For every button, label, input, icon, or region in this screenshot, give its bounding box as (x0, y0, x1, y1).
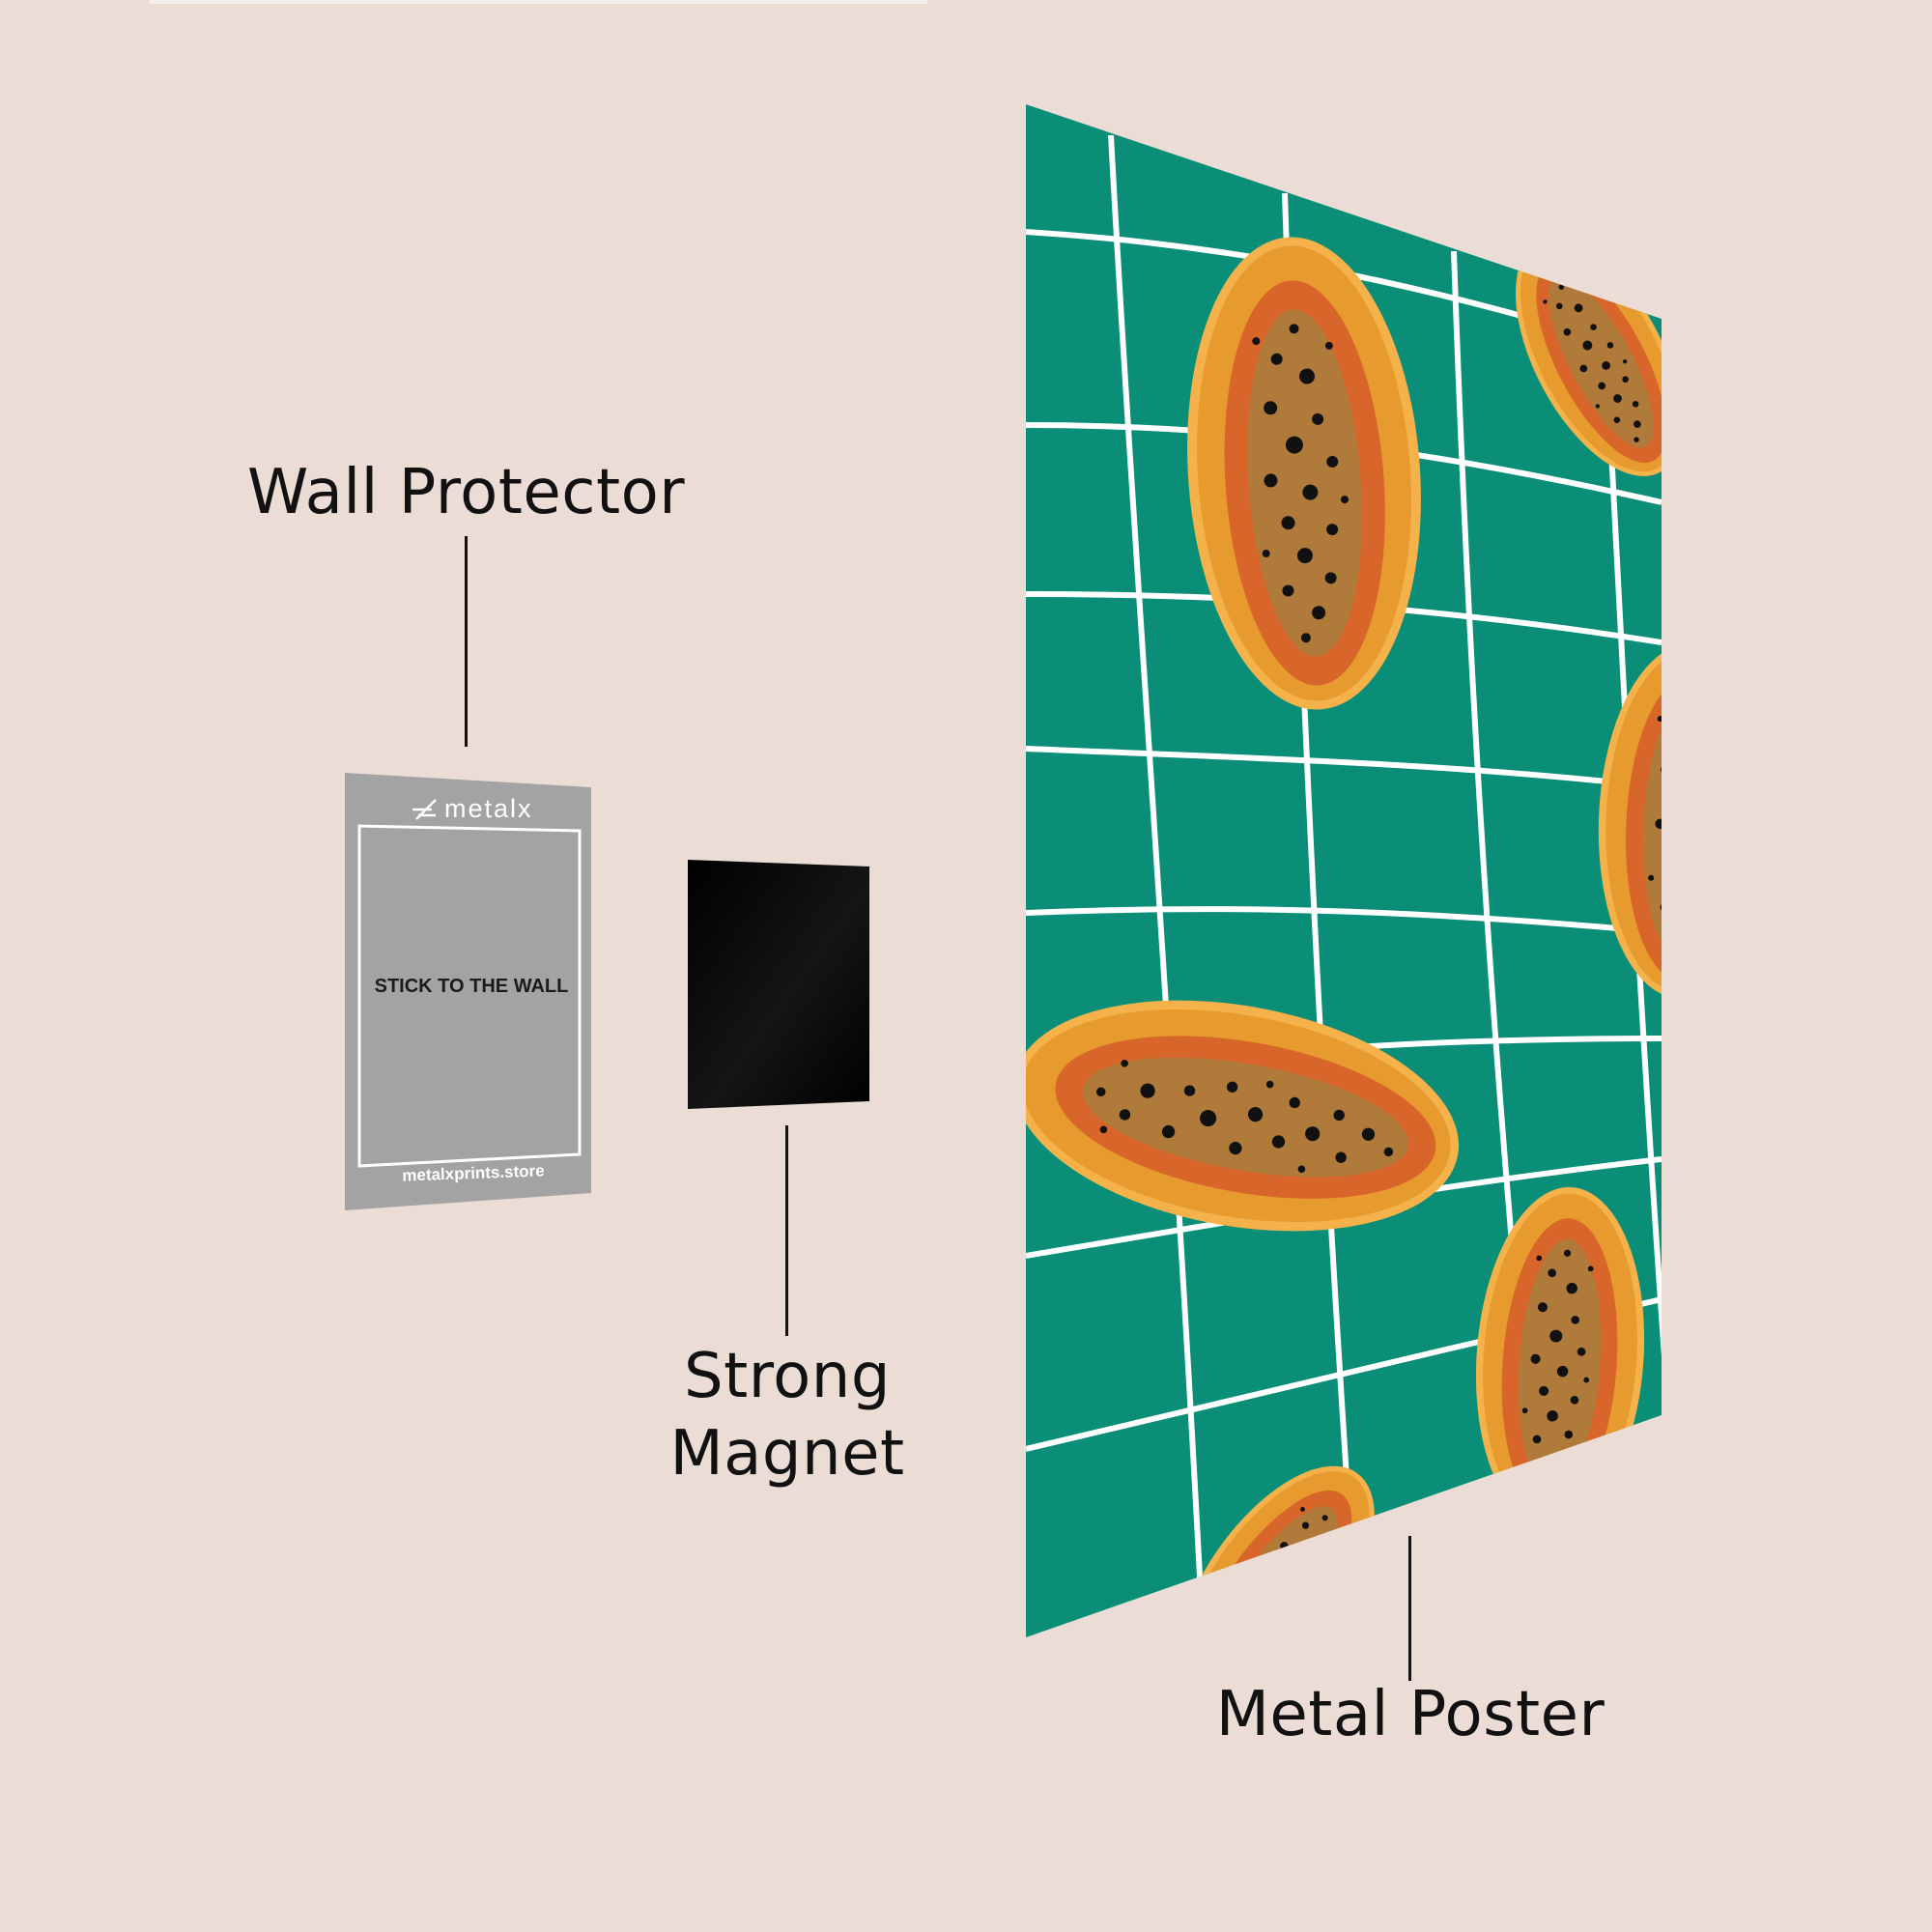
wall-protector-leader-line (465, 536, 468, 747)
brand-name: metalx (444, 794, 533, 823)
top-edge-strip (150, 0, 927, 4)
wall-protector-plate (345, 773, 591, 1210)
metal-poster (1026, 104, 1662, 1637)
wall-protector-frame (357, 824, 582, 1168)
wall-protector-brand: metalx (444, 794, 533, 824)
wall-protector-caption: STICK TO THE WALL (374, 976, 569, 997)
metal-poster-label: Metal Poster (1215, 1679, 1605, 1750)
metalx-logo-icon (412, 799, 437, 820)
strong-magnet-leader-line (785, 1125, 788, 1336)
metal-poster-leader-line (1408, 1536, 1411, 1681)
strong-magnet-label-line2: Magnet (669, 1418, 905, 1490)
strong-magnet-label-line1: Strong (684, 1341, 891, 1412)
strong-magnet-label: Strong Magnet (638, 1338, 937, 1492)
strong-magnet (688, 860, 869, 1109)
wall-protector-label: Wall Protector (246, 457, 686, 528)
wall-protector-card (345, 773, 591, 1210)
